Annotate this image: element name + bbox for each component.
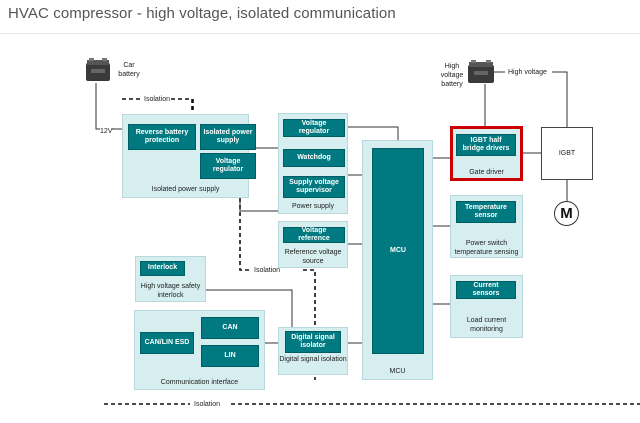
igbt-block[interactable]: IGBT bbox=[541, 127, 593, 180]
interlock-chip[interactable]: Interlock bbox=[140, 261, 185, 276]
current-sensors-chip[interactable]: Current sensors bbox=[456, 281, 516, 299]
lin-chip[interactable]: LIN bbox=[201, 345, 259, 367]
watchdog-chip[interactable]: Watchdog bbox=[283, 149, 345, 167]
twelve-v-label: 12V bbox=[100, 127, 113, 136]
dsi-chip[interactable]: Digital signal isolator bbox=[285, 331, 341, 353]
isolated-power-chip[interactable]: Isolated power supply bbox=[200, 124, 256, 150]
temperature-label: Power switch temperature sensing bbox=[454, 240, 519, 256]
car-battery-icon bbox=[86, 58, 110, 81]
car-battery-label: Car battery bbox=[118, 62, 140, 78]
communication-label: Communication interface bbox=[160, 379, 239, 386]
voltage-regulator-iso-chip[interactable]: Voltage regulator bbox=[200, 153, 256, 179]
wire-car-battery bbox=[95, 83, 124, 130]
current-label: Load current monitoring bbox=[466, 317, 507, 333]
reference-label: Reference voltage source bbox=[284, 249, 342, 265]
can-chip[interactable]: CAN bbox=[201, 317, 259, 339]
mcu-label: MCU bbox=[389, 368, 406, 375]
hv-battery-label: High voltage battery bbox=[440, 63, 464, 88]
temperature-sensor-chip[interactable]: Temperature sensor bbox=[456, 201, 516, 223]
wire-ps-to-mcu bbox=[348, 126, 399, 140]
dsi-label: Digital signal isolation bbox=[279, 356, 347, 363]
isolated-power-supply-label: Isolated power supply bbox=[151, 186, 220, 193]
gate-driver-highlight bbox=[450, 126, 523, 181]
gate-driver-label: Gate driver bbox=[469, 169, 504, 176]
reverse-battery-chip[interactable]: Reverse battery protection bbox=[128, 124, 196, 150]
voltage-regulator-chip[interactable]: Voltage regulator bbox=[283, 119, 345, 137]
wire-hv-2 bbox=[552, 71, 568, 127]
can-lin-esd-chip[interactable]: CAN/LIN ESD bbox=[140, 332, 194, 354]
mcu-chip[interactable]: MCU bbox=[372, 148, 424, 354]
isolation-label-top: Isolation bbox=[143, 95, 172, 104]
wire-iso-to-ps-2 bbox=[239, 196, 278, 212]
hv-battery-icon bbox=[468, 60, 494, 83]
page-title: HVAC compressor - high voltage, isolated… bbox=[8, 5, 396, 22]
high-voltage-label: High voltage bbox=[507, 68, 548, 77]
power-supply-label: Power supply bbox=[291, 203, 335, 210]
isolation-label-mid: Isolation bbox=[253, 266, 282, 275]
voltage-reference-chip[interactable]: Voltage reference bbox=[283, 227, 345, 243]
supervisor-chip[interactable]: Supply voltage supervisor bbox=[283, 176, 345, 198]
isolation-label-bottom: Isolation bbox=[193, 400, 222, 409]
interlock-label: High voltage safety interlock bbox=[140, 283, 201, 299]
motor-icon: M bbox=[554, 201, 579, 226]
igbt-driver-chip[interactable]: IGBT half bridge drivers bbox=[456, 134, 516, 156]
wire-interlock-dsi bbox=[206, 289, 293, 327]
title-divider bbox=[0, 33, 640, 34]
